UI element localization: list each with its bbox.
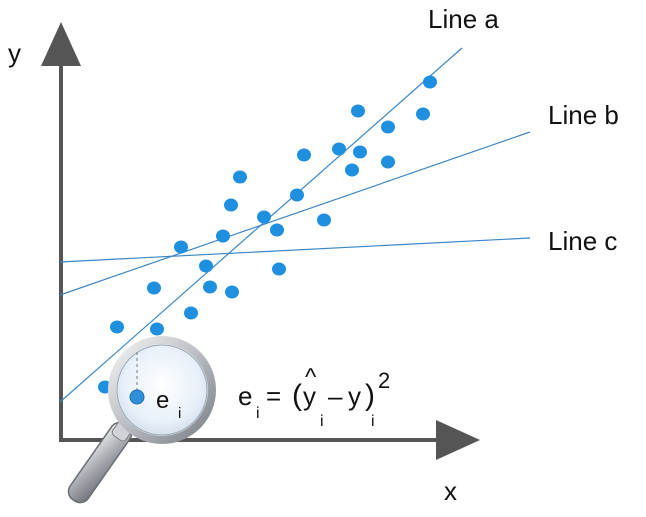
scatter-point: [257, 210, 271, 224]
formula-open-paren: (: [292, 379, 302, 412]
line-b: [59, 131, 531, 296]
formula-exponent: 2: [378, 368, 390, 393]
scatter-point: [290, 188, 304, 202]
formula-close-paren: ): [365, 379, 375, 412]
scatter-point: [216, 229, 230, 243]
scatter-point: [225, 285, 239, 299]
magnified-point-label: e: [156, 387, 169, 414]
scatter-point: [423, 75, 437, 89]
scatter-point: [345, 163, 359, 177]
scatter-point: [270, 223, 284, 237]
scatter-point: [332, 142, 346, 156]
formula-hat: ^: [305, 364, 317, 391]
formula-yhat: y: [303, 381, 316, 411]
line-c-label: Line c: [548, 226, 617, 256]
scatter-point: [150, 322, 164, 336]
scatter-point: [353, 145, 367, 159]
scatter-point: [147, 281, 161, 295]
scatter-point: [351, 104, 365, 118]
scatter-point: [203, 280, 217, 294]
scatter-points: [98, 75, 437, 394]
fitted-lines: Line a Line b Line c: [59, 4, 619, 403]
magnified-point-label-subscript: i: [178, 405, 181, 422]
formula-minus: –: [328, 381, 343, 411]
formula-lhs-subscript: i: [256, 405, 260, 422]
scatter-point: [224, 198, 238, 212]
scatter-point: [199, 259, 213, 273]
formula-yhat-subscript: i: [320, 413, 324, 430]
x-axis-label: x: [444, 476, 457, 506]
scatter-point: [317, 213, 331, 227]
line-c: [59, 237, 531, 263]
scatter-point: [381, 155, 395, 169]
scatter-point: [416, 107, 430, 121]
y-axis-label: y: [8, 38, 21, 68]
scatter-point: [272, 262, 286, 276]
residual-formula: e i = ( ^ y i – y i ) 2: [238, 364, 390, 430]
formula-equals: =: [266, 381, 281, 411]
formula-lhs: e: [238, 381, 252, 411]
formula-y: y: [348, 381, 361, 411]
line-b-label: Line b: [548, 100, 619, 130]
scatter-point: [110, 320, 124, 334]
scatter-point: [297, 148, 311, 162]
scatter-point: [174, 240, 188, 254]
line-a-label: Line a: [428, 4, 499, 34]
scatter-point: [184, 306, 198, 320]
magnifying-glass-icon: e i: [67, 336, 216, 504]
scatter-point: [233, 170, 247, 184]
axes: y x: [8, 22, 480, 506]
scatter-point: [381, 120, 395, 134]
magnified-point: [129, 389, 145, 405]
formula-y-subscript: i: [371, 413, 375, 430]
